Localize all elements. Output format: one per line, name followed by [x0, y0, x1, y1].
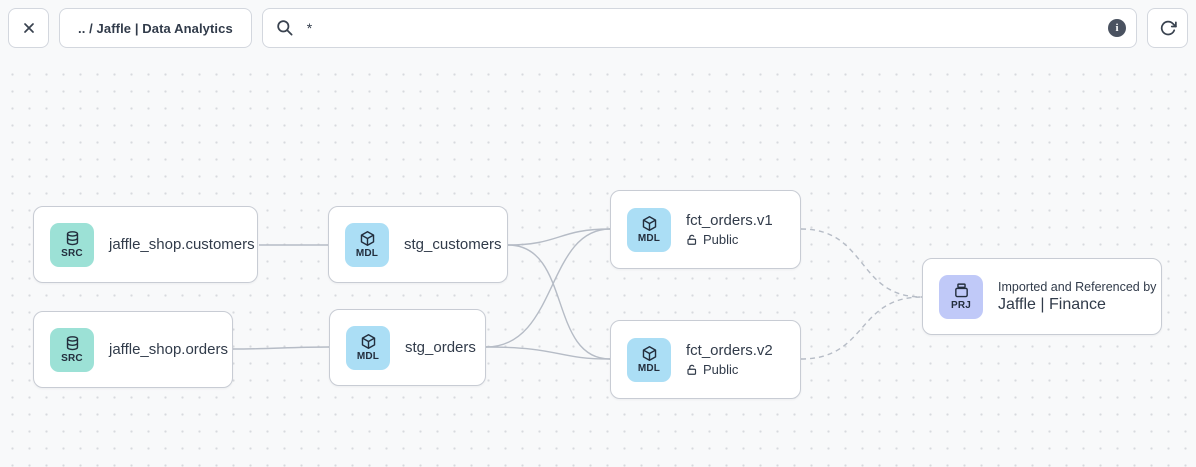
close-icon — [23, 23, 34, 33]
search-icon — [277, 20, 293, 36]
node-title: fct_orders.v2 — [686, 342, 773, 359]
breadcrumb-label: .. / Jaffle | Data Analytics — [78, 20, 233, 36]
cube-icon — [360, 231, 374, 246]
cube-icon — [642, 346, 656, 361]
node-stg-orders[interactable]: MDL stg_orders — [329, 309, 486, 386]
lineage-toolbar: .. / Jaffle | Data Analytics i — [8, 8, 1188, 48]
node-title: jaffle_shop.customers — [109, 236, 255, 253]
source-badge: SRC — [50, 222, 94, 267]
access-label: Public — [686, 362, 773, 377]
node-title: jaffle_shop.orders — [109, 341, 228, 358]
cube-icon — [361, 334, 375, 349]
cube-icon — [642, 216, 656, 231]
refresh-icon — [1160, 20, 1177, 36]
badge-label: MDL — [637, 363, 661, 374]
node-title: fct_orders.v1 — [686, 212, 773, 229]
lock-open-icon — [687, 234, 697, 245]
refresh-button[interactable] — [1147, 8, 1188, 48]
search-container: i — [261, 8, 1137, 48]
badge-label: MDL — [356, 351, 380, 362]
node-jaffle-finance-project[interactable]: PRJ Imported and Referenced by Jaffle | … — [922, 258, 1162, 335]
access-label: Public — [686, 232, 773, 247]
database-icon — [66, 231, 78, 246]
node-jaffle-shop-orders[interactable]: SRC jaffle_shop.orders — [33, 311, 233, 388]
node-title: stg_customers — [404, 236, 502, 253]
source-badge: SRC — [50, 327, 94, 372]
access-text: Public — [703, 232, 739, 247]
node-title: stg_orders — [405, 339, 476, 356]
model-badge: MDL — [627, 207, 671, 252]
badge-label: PRJ — [950, 300, 972, 311]
node-fct-orders-v1[interactable]: MDL fct_orders.v1 Public — [610, 190, 801, 269]
breadcrumb-button[interactable]: .. / Jaffle | Data Analytics — [59, 8, 252, 48]
badge-label: SRC — [61, 353, 83, 364]
access-text: Public — [703, 362, 739, 377]
info-icon[interactable]: i — [1108, 19, 1126, 37]
node-stg-customers[interactable]: MDL stg_customers — [328, 206, 508, 283]
search-input[interactable] — [261, 8, 1137, 48]
archive-box-icon — [954, 283, 968, 298]
model-badge: MDL — [345, 222, 389, 267]
model-badge: MDL — [346, 325, 390, 370]
node-fct-orders-v2[interactable]: MDL fct_orders.v2 Public — [610, 320, 801, 399]
model-badge: MDL — [627, 337, 671, 382]
badge-label: SRC — [61, 248, 83, 259]
badge-label: MDL — [637, 233, 661, 244]
close-button[interactable] — [8, 8, 49, 48]
lock-open-icon — [687, 364, 697, 375]
node-jaffle-shop-customers[interactable]: SRC jaffle_shop.customers — [33, 206, 258, 283]
badge-label: MDL — [355, 248, 379, 259]
database-icon — [66, 336, 78, 351]
node-title: Jaffle | Finance — [998, 295, 1106, 313]
project-badge: PRJ — [939, 274, 983, 319]
node-subtitle: Imported and Referenced by — [998, 279, 1157, 294]
